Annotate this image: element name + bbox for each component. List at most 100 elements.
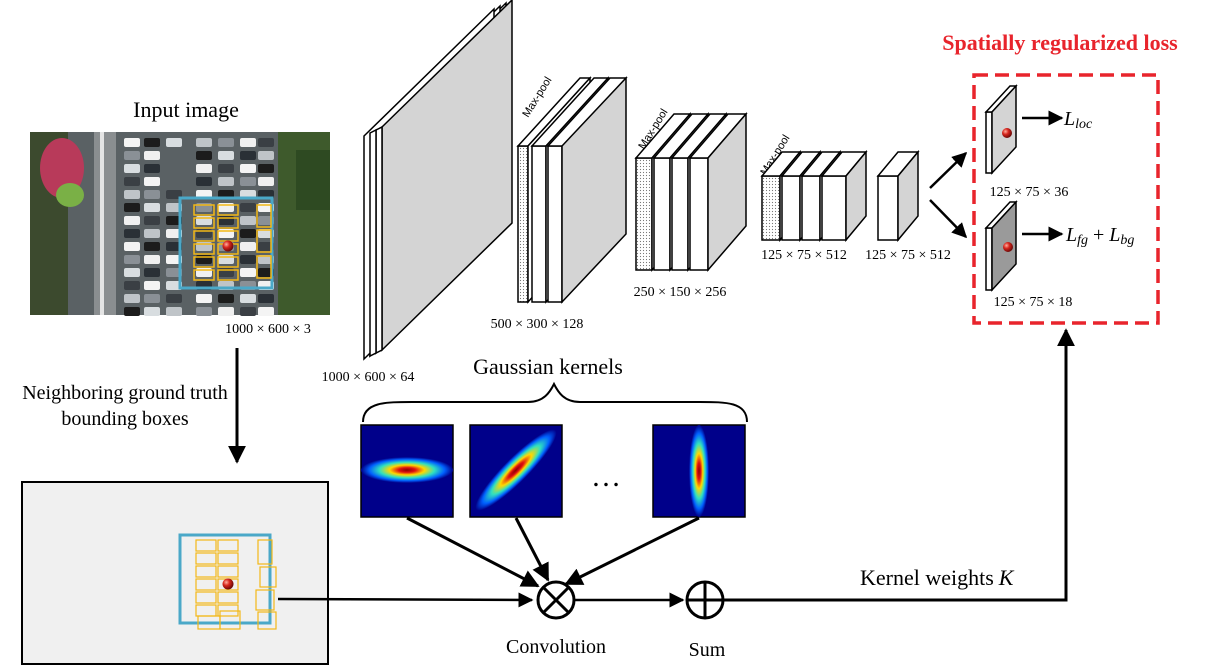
parked-car [166, 242, 182, 251]
parked-car [124, 229, 140, 238]
parked-car [258, 294, 274, 303]
parked-car [196, 307, 212, 316]
loss-region [972, 73, 1160, 325]
parked-car [144, 255, 160, 264]
parked-car [258, 216, 274, 225]
title: Spatially regularized loss [942, 30, 1178, 55]
parked-car [240, 216, 256, 225]
input-dim-label: 1000 × 600 × 3 [225, 322, 311, 337]
cls-dim-label: 125 × 75 × 18 [994, 295, 1073, 310]
parked-car [218, 138, 234, 147]
parked-car [240, 294, 256, 303]
parked-car [258, 307, 274, 316]
parked-car [124, 203, 140, 212]
arrow-to-cls-head [929, 199, 968, 239]
parked-car [258, 164, 274, 173]
cls-loss-label: Lfg+Lbg [1065, 224, 1134, 248]
parked-car [240, 229, 256, 238]
parked-cars [124, 138, 274, 316]
parked-car [124, 138, 140, 147]
gaussian-kernels-label: Gaussian kernels [473, 354, 623, 379]
parked-car [240, 164, 256, 173]
sum-operator [685, 580, 725, 620]
parked-car [166, 216, 182, 225]
loc-head [984, 84, 1018, 175]
parked-car [166, 190, 182, 199]
parked-car [258, 229, 274, 238]
parked-car [218, 164, 234, 173]
parked-car [144, 216, 160, 225]
parked-car [144, 190, 160, 199]
conv1-dim-label: 1000 × 600 × 64 [322, 370, 415, 385]
conv-block-5 [876, 149, 920, 243]
arrow-to-loc-head [929, 151, 968, 189]
parked-car [166, 281, 182, 290]
parked-car [240, 242, 256, 251]
parked-car [144, 294, 160, 303]
parked-car [240, 177, 256, 186]
conv-block-2 [516, 76, 628, 304]
conv4-dim-label: 125 × 75 × 512 [761, 248, 847, 263]
parked-car [124, 164, 140, 173]
parked-car [144, 307, 160, 316]
parked-car [166, 268, 182, 277]
parked-car [258, 138, 274, 147]
conv2-dim-label: 500 × 300 × 128 [491, 317, 584, 332]
loc-dim-label: 125 × 75 × 36 [990, 185, 1069, 200]
parked-car [258, 268, 274, 277]
parked-car [258, 177, 274, 186]
parked-car [144, 229, 160, 238]
parked-car [124, 255, 140, 264]
arrow-kernel1-to-conv [406, 516, 540, 588]
parked-car [166, 307, 182, 316]
parked-car [258, 242, 274, 251]
parked-car [218, 307, 234, 316]
arrow-kernel3-to-conv [564, 516, 700, 586]
parked-car [196, 177, 212, 186]
parked-car [166, 255, 182, 264]
parked-car [240, 268, 256, 277]
parked-car [124, 177, 140, 186]
parked-car [240, 203, 256, 212]
convolution-label: Convolution [506, 636, 606, 658]
parked-car [124, 307, 140, 316]
kernels-brace [362, 381, 748, 423]
conv5-dim-label: 125 × 75 × 512 [865, 248, 951, 263]
neighbor-label-line1: Neighboring ground truth [22, 382, 228, 404]
parked-car [258, 151, 274, 160]
parked-car [240, 307, 256, 316]
parked-car [144, 164, 160, 173]
parked-car [258, 255, 274, 264]
parked-car [144, 177, 160, 186]
parked-car [144, 268, 160, 277]
parked-car [144, 281, 160, 290]
parked-car [218, 151, 234, 160]
input-image-label: Input image [133, 97, 239, 122]
neighbor-label-line2: bounding boxes [61, 408, 188, 430]
arrow-gt-to-conv [277, 592, 534, 608]
parked-car [218, 294, 234, 303]
parked-car [240, 151, 256, 160]
parked-car [240, 138, 256, 147]
parked-car [124, 281, 140, 290]
parked-car [240, 255, 256, 264]
sum-label: Sum [689, 639, 726, 661]
input-image [30, 132, 330, 316]
parked-car [166, 138, 182, 147]
conv-block-4 [760, 149, 868, 243]
parked-car [218, 177, 234, 186]
parked-car [124, 190, 140, 199]
parked-car [124, 242, 140, 251]
conv-block-1 [363, 0, 513, 361]
gaussian-kernel-3 [652, 424, 746, 518]
parked-car [196, 138, 212, 147]
parked-car [166, 294, 182, 303]
parked-car [166, 229, 182, 238]
conv-block-3 [634, 111, 748, 273]
parked-car [124, 151, 140, 160]
kernels-ellipsis: … [591, 460, 621, 493]
arrow-kernel2-to-conv [514, 517, 550, 582]
gaussian-kernel-1 [360, 424, 454, 518]
